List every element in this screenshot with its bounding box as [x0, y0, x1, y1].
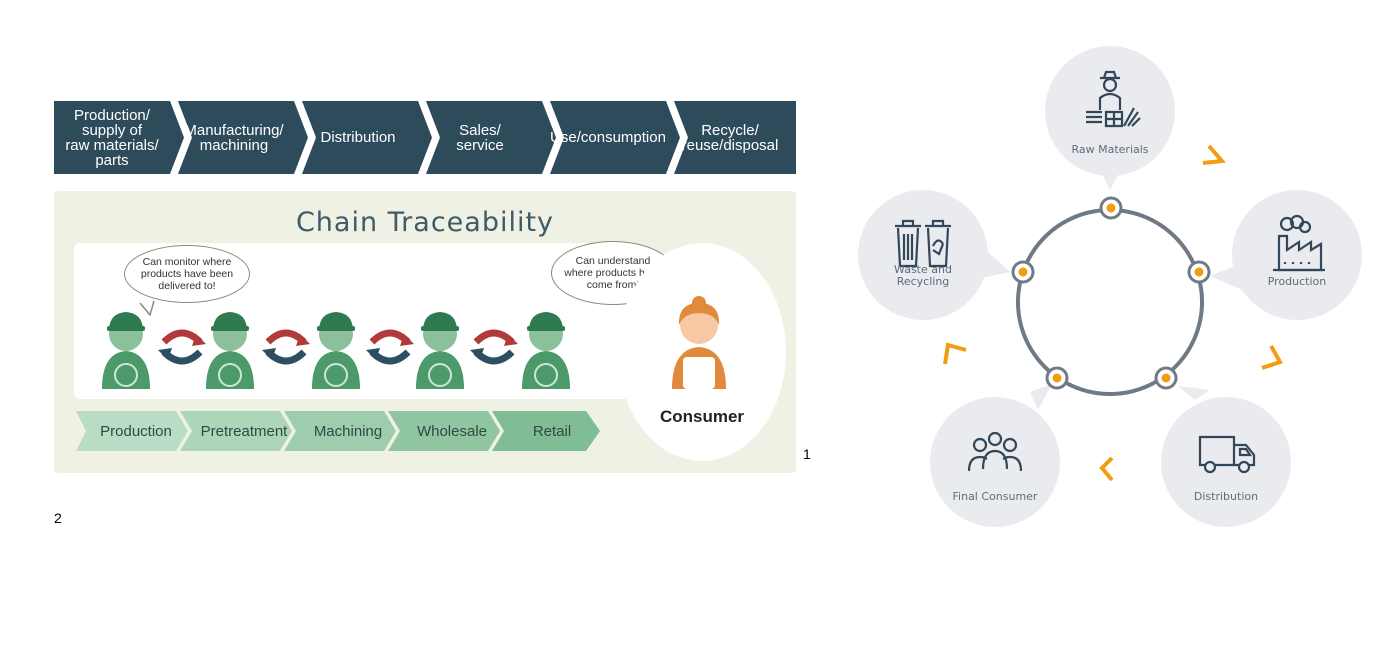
farmer-icon: [1086, 70, 1141, 128]
stage-pretreatment: Pretreatment: [200, 422, 288, 440]
process-banner: [54, 101, 796, 174]
node-label-final-consumer: Final Consumer: [952, 490, 1038, 503]
figure-label-2: 2: [54, 510, 62, 526]
banner-step-sales: Sales/ service: [456, 121, 504, 154]
banner-chevron: [54, 101, 184, 174]
speech-bubble-left: Can monitor where products have been del…: [124, 245, 250, 303]
banner-step-production: Production/ supply of raw materials/ par…: [65, 106, 159, 169]
worker-machining: [311, 311, 361, 390]
people-icon: [967, 431, 1023, 472]
worker-production: [101, 311, 151, 390]
node-waste-recycling: Waste and Recycling: [858, 190, 988, 320]
banner-chevron: [426, 101, 556, 174]
swap-arrows-1: [158, 333, 206, 361]
flow-arrow-3: [1099, 456, 1114, 482]
stage-wholesale: Wholesale: [416, 422, 488, 440]
node-distribution: Distribution: [1161, 397, 1291, 527]
flow-arrow-4: [943, 342, 967, 365]
swap-arrows-4: [470, 333, 518, 361]
ring-dot-raw-materials: [1099, 196, 1123, 220]
node-production: Production: [1232, 190, 1362, 320]
stage-machining: Machining: [313, 422, 383, 440]
banner-chevron: [302, 101, 432, 174]
banner-chevron: [550, 101, 680, 174]
consumer-icon: [672, 296, 726, 389]
swap-arrows-3: [366, 333, 414, 361]
ring-dot-distribution: [1154, 366, 1178, 390]
ring-dot-waste: [1011, 260, 1035, 284]
stage-production: Production: [100, 422, 172, 440]
stage-arrows: [76, 411, 600, 451]
panel-title: Chain Traceability: [295, 207, 555, 238]
banner-step-distribution: Distribution: [320, 129, 396, 146]
factory-icon: [1273, 214, 1325, 272]
stage-retail: Retail: [532, 422, 572, 440]
banner-step-manufacturing: Manufacturing/ machining: [184, 121, 284, 154]
flow-arrow-1: [1202, 144, 1227, 165]
ring-dot-final-consumer: [1045, 366, 1069, 390]
node-final-consumer: Final Consumer: [930, 397, 1060, 527]
banner-chevron: [178, 101, 308, 174]
banner-step-use: Use/consumption: [550, 129, 666, 146]
banner-chevron: [674, 101, 796, 174]
workers-row: [101, 311, 571, 390]
recycle-bins-icon: [895, 219, 951, 268]
worker-wholesale: [415, 311, 465, 390]
worker-pretreatment: [205, 311, 255, 390]
node-label-production: Production: [1267, 275, 1327, 288]
node-label-waste-recycling: Waste and Recycling: [894, 263, 952, 288]
bubble-left-shape: [139, 300, 155, 316]
swap-arrows-2: [262, 333, 310, 361]
lifecycle-diagram: Raw Materials Production Distribution: [850, 40, 1370, 540]
consumer-label: Consumer: [659, 407, 745, 426]
node-raw-materials: Raw Materials: [1045, 46, 1175, 176]
ring-dot-production: [1187, 260, 1211, 284]
node-label-raw-materials: Raw Materials: [1071, 143, 1149, 156]
figure-label-1: 1: [803, 446, 811, 462]
flow-arrow-2: [1261, 345, 1283, 370]
worker-retail: [521, 311, 571, 390]
node-label-distribution: Distribution: [1193, 490, 1259, 503]
truck-icon: [1198, 435, 1256, 474]
banner-step-recycle: Recycle/ reuse/disposal: [681, 121, 779, 154]
chain-traceability-figure: Production/ supply of raw materials/ par…: [54, 101, 796, 473]
